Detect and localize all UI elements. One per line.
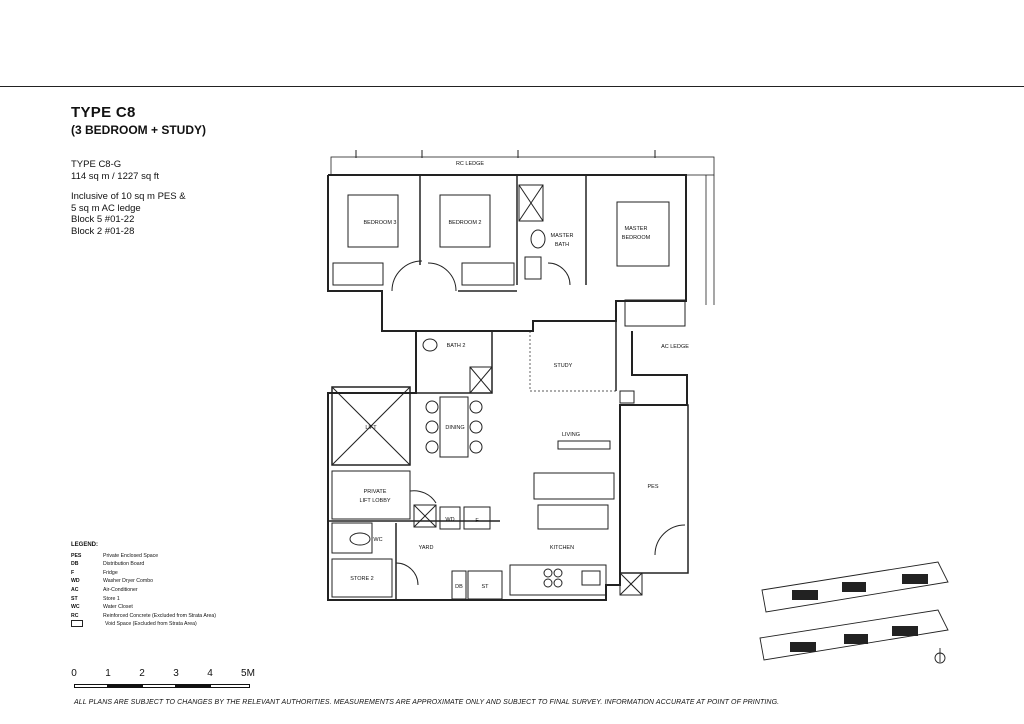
label-store-2: STORE 2: [350, 576, 373, 582]
label-yard: YARD: [419, 545, 434, 551]
scale-label: 1: [105, 668, 111, 679]
legend-text: Reinforced Concrete (Excluded from Strat…: [103, 612, 217, 619]
label-rc-ledge: RC LEDGE: [456, 161, 484, 167]
scale-segment: [108, 684, 142, 688]
scale-label: 3: [173, 668, 179, 679]
legend-text: Store 1: [103, 595, 120, 602]
legend-text: Private Enclosed Space: [103, 552, 159, 559]
scale-label: 0: [71, 668, 77, 679]
legend-abbr: AC: [71, 586, 79, 593]
label-pes: PES: [647, 484, 658, 490]
label-dining: DINING: [445, 425, 464, 431]
legend-item: RC Reinforced Concrete (Excluded from Str…: [71, 612, 216, 621]
label-ac-ledge: AC LEDGE: [661, 344, 689, 350]
site-key-plan: [759, 561, 949, 664]
legend-item: F Fridge: [71, 569, 216, 578]
label-db: DB: [455, 584, 463, 590]
legend-abbr: ST: [71, 595, 78, 602]
label-kitchen: KITCHEN: [550, 545, 574, 551]
legend-abbr: WD: [71, 578, 80, 585]
legend-item: AC Air-Conditioner: [71, 586, 216, 595]
legend-abbr: F: [71, 569, 75, 576]
scale-segment: [210, 684, 250, 688]
legend-item: DB Distribution Board: [71, 560, 216, 569]
inclusive-note-2: 5 sq m AC ledge: [71, 202, 141, 214]
site-block-south: [759, 609, 949, 661]
label-master-bedroom-1: MASTER: [625, 226, 648, 232]
legend-abbr: RC: [71, 612, 79, 619]
legend: LEGEND: PES Private Enclosed Space DB Dist…: [71, 541, 216, 629]
disclaimer: ALL PLANS ARE SUBJECT TO CHANGES BY THE …: [74, 699, 780, 706]
label-study: STUDY: [554, 363, 573, 369]
legend-text: Air-Conditioner: [103, 586, 138, 593]
unit-area: 114 sq m / 1227 sq ft: [71, 170, 160, 182]
label-bedroom-2: BEDROOM 2: [448, 220, 481, 226]
unit-type-subtitle: (3 BEDROOM + STUDY): [71, 123, 207, 137]
block-unit-a: Block 5 #01-22: [71, 214, 135, 225]
label-wd: WD: [445, 517, 454, 523]
label-living: LIVING: [562, 432, 580, 438]
label-master-bedroom-2: BEDROOM: [622, 235, 651, 241]
label-bedroom-3: BEDROOM 3: [363, 220, 396, 226]
floor-plan: RC LEDGE BEDROOM 3 BEDROOM 2 MASTER BATH…: [327, 150, 715, 601]
label-wc: WC: [373, 537, 382, 543]
unit-info: TYPE C8-G 114 sq m / 1227 sq ft Inclusiv…: [71, 159, 186, 237]
label-st: ST: [481, 584, 489, 590]
legend-text: Water Closet: [103, 604, 133, 611]
legend-abbr: WC: [71, 604, 80, 611]
legend-heading: LEGEND:: [71, 542, 98, 548]
legend-abbr: DB: [71, 561, 79, 568]
scale-label: 2: [139, 668, 145, 679]
label-master-bath-2: BATH: [555, 242, 569, 248]
scale-label: 5M: [241, 668, 255, 679]
legend-item: WC Water Closet: [71, 603, 216, 612]
scale-label: 4: [207, 668, 213, 679]
unit-type-code: TYPE C8-G: [71, 159, 122, 170]
scale-segment: [74, 684, 108, 688]
legend-item: WD Washer Dryer Combo: [71, 577, 216, 586]
legend-text: Distribution Board: [103, 561, 145, 568]
legend-item: ST Store 1: [71, 595, 216, 604]
legend-text: Fridge: [103, 569, 118, 576]
north-arrow-icon: [934, 648, 946, 664]
label-private-lift-lobby-2: LIFT LOBBY: [359, 498, 390, 504]
block-unit-b: Block 2 #01-28: [71, 225, 135, 237]
scale-bar: 0 1 2 3 4 5M: [70, 668, 260, 692]
label-private-lift-lobby-1: PRIVATE: [364, 489, 387, 495]
legend-text: Void Space (Excluded from Strata Area): [105, 621, 197, 628]
legend-text: Washer Dryer Combo: [103, 578, 153, 585]
label-master-bath-1: MASTER: [551, 233, 574, 239]
scale-segment: [176, 684, 210, 688]
unit-type-title: TYPE C8: [71, 104, 136, 121]
legend-abbr: PES: [71, 552, 82, 559]
label-fridge: F: [475, 518, 479, 524]
legend-item: PES Private Enclosed Space: [71, 552, 216, 561]
legend-item-void: Void Space (Excluded from Strata Area): [71, 620, 216, 629]
label-bath-2: BATH 2: [447, 343, 466, 349]
header-divider: [0, 86, 1024, 87]
inclusive-note-1: Inclusive of 10 sq m PES &: [71, 191, 186, 202]
site-block-north: [761, 561, 949, 613]
rc-ledge-outline: [330, 156, 715, 176]
void-space-icon: [71, 620, 83, 628]
scale-segment: [142, 684, 176, 688]
label-lift: LIFT: [365, 425, 377, 431]
